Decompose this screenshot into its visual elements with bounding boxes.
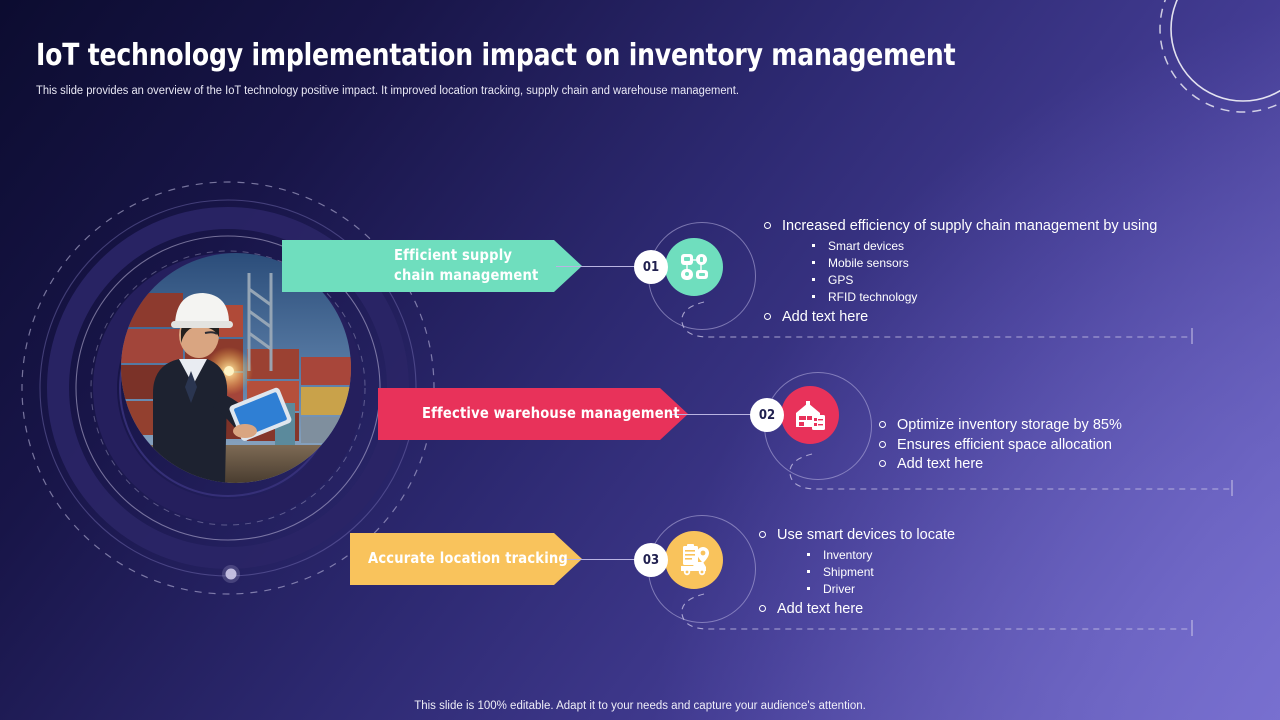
list-item: Mobile sensors [782, 255, 1157, 272]
dashed-rail-03 [681, 593, 1193, 636]
bullet-list-02: Optimize inventory storage by 85% Ensure… [875, 416, 1122, 474]
sub-bullet-marker-icon [807, 586, 810, 590]
sub-bullet-marker-icon [812, 277, 815, 281]
list-item: Add text here [875, 455, 1122, 474]
bullet-marker-icon [764, 222, 771, 229]
sub-bullet-text: Driver [823, 581, 855, 596]
iot-network-icon-circle[interactable] [665, 238, 723, 296]
bullet-marker-icon [879, 440, 886, 448]
bullet-marker-icon [759, 604, 766, 612]
list-item: RFID technology [782, 289, 1157, 306]
list-item: Ensures efficient space allocation [875, 436, 1122, 455]
content-block-01: Increased efficiency of supply chain man… [760, 217, 1157, 327]
bullet-marker-icon [764, 312, 771, 320]
bullet-text: Add text here [777, 600, 864, 617]
sub-bullet-marker-icon [807, 552, 810, 556]
banner-label-02: Effective warehouse management [422, 404, 680, 423]
delivery-tracking-icon-circle[interactable] [665, 531, 723, 589]
bullet-marker-icon [879, 421, 886, 428]
list-item: Shipment [777, 564, 955, 581]
list-item: GPS [782, 272, 1157, 289]
delivery-tracking-icon [681, 544, 709, 576]
connector-stem-01 [556, 266, 652, 267]
page-title: IoT technology implementation impact on … [36, 38, 956, 73]
iot-network-icon [681, 254, 708, 280]
sub-bullet-text: Smart devices [828, 238, 905, 253]
sub-bullet-text: Mobile sensors [828, 255, 909, 270]
bullet-text: Add text here [782, 308, 869, 325]
sub-bullet-list-01: Smart devices Mobile sensors GPS RFID te… [782, 238, 1157, 306]
list-item: Smart devices [782, 238, 1157, 255]
bullet-text: Use smart devices to locate [777, 527, 956, 543]
content-block-03: Use smart devices to locate Inventory Sh… [755, 526, 955, 619]
list-item: Optimize inventory storage by 85% [875, 416, 1122, 435]
warehouse-checklist-icon-circle[interactable] [781, 386, 839, 444]
sub-bullet-text: RFID technology [828, 289, 918, 304]
page-subtitle: This slide provides an overview of the I… [36, 85, 739, 97]
bullet-text: Add text here [897, 456, 984, 473]
banner-effective-warehouse[interactable]: Effective warehouse management [378, 388, 688, 440]
banner-efficient-supply-chain[interactable]: Efficient supply chain management [282, 240, 582, 292]
bullet-list-03: Use smart devices to locate Inventory Sh… [755, 526, 955, 618]
step-badge-01[interactable]: 01 [634, 250, 668, 284]
banner-label-01: Efficient supply chain management [394, 246, 539, 284]
list-item: Use smart devices to locate Inventory Sh… [755, 526, 955, 598]
bullet-marker-icon [759, 531, 766, 538]
list-item: Inventory [777, 547, 955, 564]
connector-stem-02 [672, 414, 768, 415]
bullet-text: Increased efficiency of supply chain man… [782, 218, 1158, 234]
list-item: Driver [777, 581, 955, 598]
sub-bullet-text: GPS [828, 272, 854, 287]
sub-bullet-marker-icon [812, 294, 815, 298]
sub-bullet-text: Inventory [823, 547, 873, 562]
banner-accurate-location-tracking[interactable]: Accurate location tracking [350, 533, 582, 585]
step-badge-03[interactable]: 03 [634, 543, 668, 577]
corner-arc-decoration [1159, 0, 1280, 113]
footer-note: This slide is 100% editable. Adapt it to… [414, 700, 866, 712]
bullet-text: Optimize inventory storage by 85% [897, 417, 1122, 433]
list-item: Increased efficiency of supply chain man… [760, 217, 1157, 306]
banner-label-03: Accurate location tracking [368, 549, 568, 568]
warehouse-checklist-icon [796, 401, 825, 430]
dashed-rail-02 [789, 453, 1233, 496]
bullet-text: Ensures efficient space allocation [897, 436, 1112, 453]
list-item: Add text here [760, 308, 1157, 327]
step-badge-02[interactable]: 02 [750, 398, 784, 432]
bullet-marker-icon [879, 460, 886, 468]
list-item: Add text here [755, 600, 955, 619]
sub-bullet-list-03: Inventory Shipment Driver [777, 547, 955, 598]
sub-bullet-marker-icon [807, 569, 810, 573]
content-block-02: Optimize inventory storage by 85% Ensure… [875, 416, 1122, 475]
bullet-list-01: Increased efficiency of supply chain man… [760, 217, 1157, 326]
connector-stem-03 [560, 559, 652, 560]
sub-bullet-text: Shipment [823, 564, 874, 579]
dashed-rail-01 [681, 301, 1193, 344]
sub-bullet-marker-icon [812, 243, 815, 247]
sub-bullet-marker-icon [812, 260, 815, 264]
